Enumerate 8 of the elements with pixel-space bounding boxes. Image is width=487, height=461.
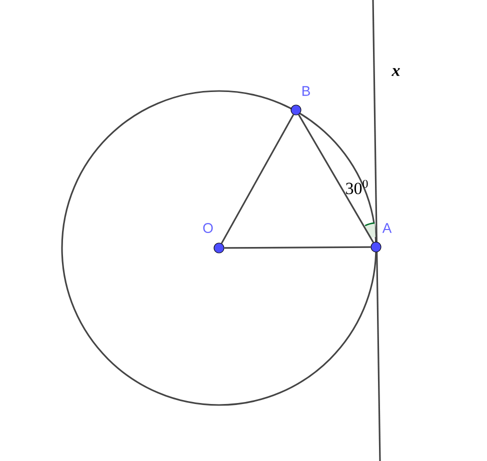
point-label: O xyxy=(203,223,213,233)
line-segment xyxy=(220,114,294,244)
line-segment xyxy=(298,114,374,243)
line-label: x xyxy=(392,68,400,76)
angle-label: 30$^{0}$ xyxy=(346,180,368,194)
point-label: A xyxy=(382,223,392,233)
line-segment xyxy=(224,246,371,249)
point-label: B xyxy=(302,86,310,96)
